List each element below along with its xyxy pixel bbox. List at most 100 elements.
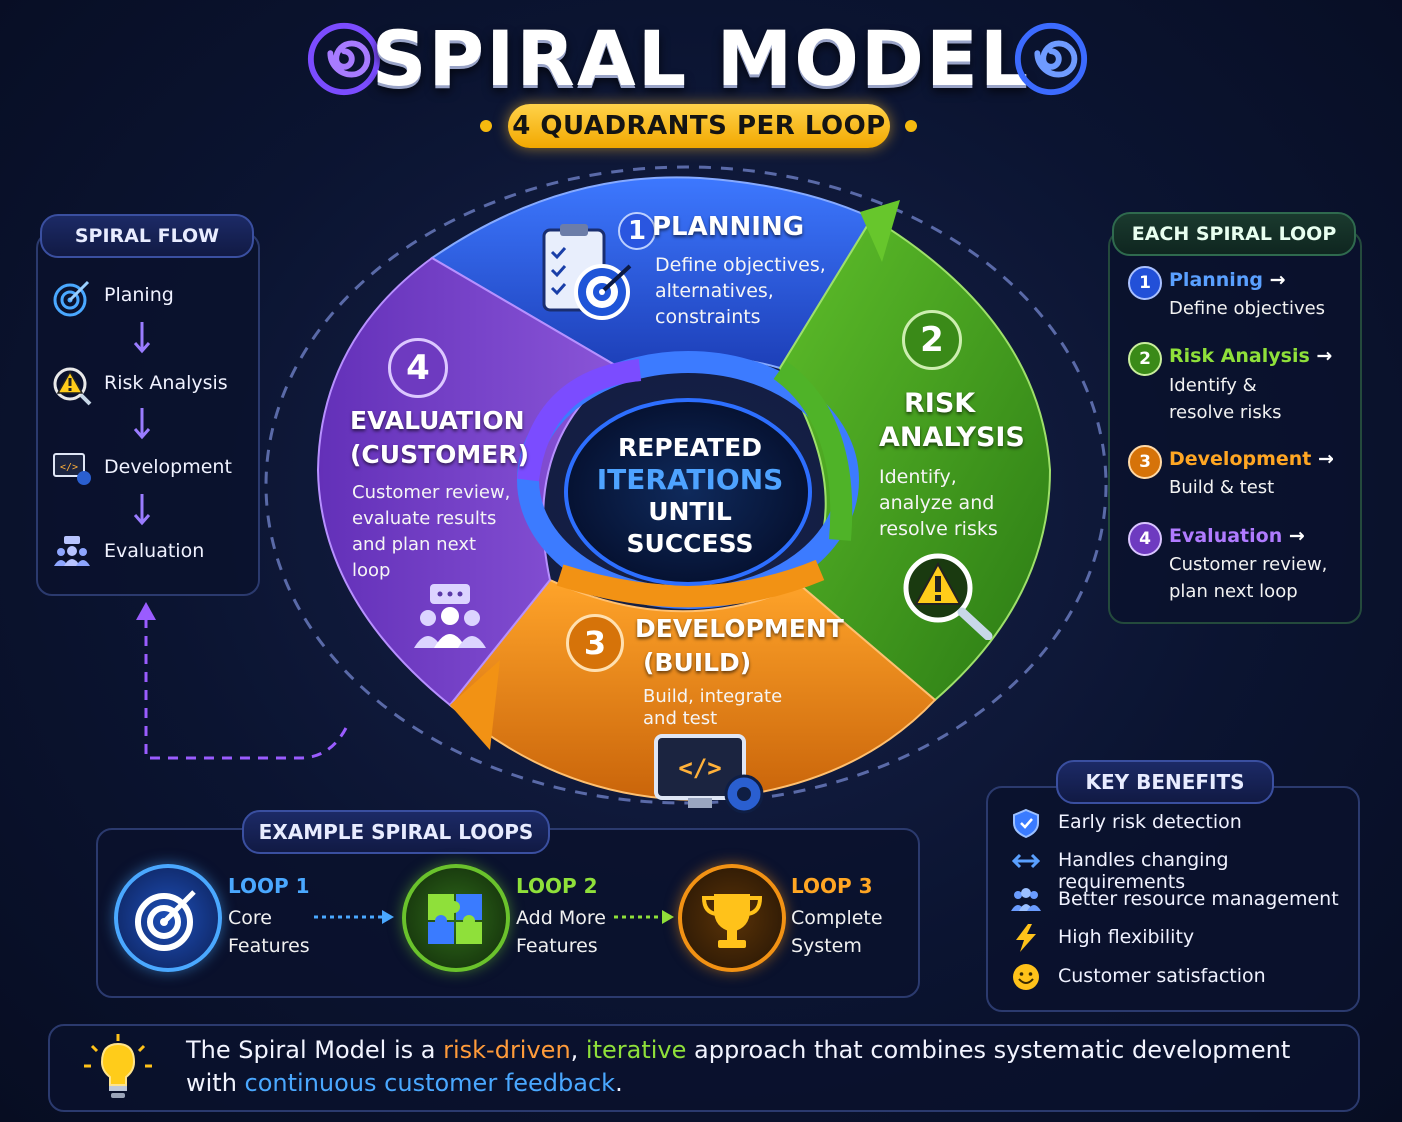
loop-desc-line: Complete [791,907,883,929]
example-loops-heading: EXAMPLE SPIRAL LOOPS [242,810,550,854]
loop-step-desc-line: Define objectives [1169,298,1326,319]
benefit-label: Better resource management [1058,888,1339,910]
flow-down-arrow [133,322,151,354]
loop3-label: LOOP 3 [791,874,873,898]
summary-highlight-feedback: continuous customer feedback [244,1069,616,1097]
development-title-1: DEVELOPMENT [635,614,844,643]
smiley-icon [1013,964,1039,990]
inner-ring-orange [556,559,825,608]
loop-step-number: 4 [1128,522,1162,556]
center-line-2: ITERATIONS [596,463,784,496]
loop-step-title: Planning → [1169,269,1286,291]
benefit-label: Early risk detection [1058,811,1242,833]
loop-desc-line: Add More [516,907,606,929]
summary-text-part: approach that combines systematic develo… [686,1036,1291,1064]
flow-label: Risk Analysis [104,372,228,394]
loop-step-title-text: Planning [1169,269,1263,291]
outer-orbit-dashed [264,165,1108,805]
lightbulb-icon [84,1034,152,1098]
loop-step-desc-line: Identify & [1169,375,1257,396]
development-number: 3 [566,614,624,672]
swirl-icon-right [1014,22,1088,96]
summary-text-part: with [186,1069,245,1097]
evaluation-desc-line: and plan next [352,534,477,555]
arrow-tip-orange [450,660,500,750]
loop-step-desc: Build & test [1169,474,1274,501]
flow-down-arrow [133,494,151,526]
people-icon [54,536,90,566]
loop-step-desc: Identify & resolve risks [1169,372,1282,426]
loop-step-desc: Customer review,plan next loop [1169,551,1327,605]
benefit-row: Early risk detection [1010,808,1350,838]
risk-title-2: ANALYSIS [879,422,1025,453]
subtitle-pill: 4 QUADRANTS PER LOOP [508,104,890,148]
benefit-row: High flexibility [1010,923,1350,953]
planning-desc-line: constraints [655,306,761,328]
loop-desc-line: System [791,935,862,957]
planning-desc-line: Define objectives, [655,254,826,276]
loop2-label: LOOP 2 [516,874,598,898]
right-arrow-icon: → [1269,269,1286,291]
loop-step-desc-line: resolve risks [1169,402,1282,423]
summary-highlight-iterative: iterative [585,1036,687,1064]
flow-label: Development [104,456,232,478]
loop-step-desc: Define objectives [1169,295,1325,322]
evaluation-desc-line: Customer review, [352,482,511,503]
loop-step-desc-line: plan next loop [1169,581,1298,602]
planning-desc: Define objectives, alternatives, constra… [655,252,826,330]
benefit-row: Better resource management [1010,885,1350,915]
development-desc-line: Build, integrate [643,686,783,707]
svg-text:</>: </> [678,754,721,782]
risk-desc-line: Identify, [879,466,957,488]
loop-arrow-1 [314,910,394,924]
development-title-2: (BUILD) [643,648,752,677]
risk-number: 2 [902,310,962,370]
center-line-1: REPEATED [617,433,763,462]
planning-title: PLANNING [652,212,805,242]
flow-item-planning: Planing [52,278,252,317]
trophy-icon [701,894,763,948]
loop-step-number: 1 [1128,266,1162,300]
flow-label: Planing [104,284,174,306]
target-icon [135,890,196,951]
right-arrow-icon: → [1318,448,1334,470]
benefit-row: Customer satisfaction [1010,962,1350,992]
key-benefits-panel [986,786,1360,1012]
lightning-icon [1016,924,1036,952]
summary-text-part: . [615,1069,623,1097]
right-arrow-icon: → [1316,345,1333,367]
flow-item-risk: Risk Analysis [52,366,252,406]
loop-step-title-text: Risk Analysis [1169,345,1310,367]
benefit-row: Handles changing requirements [1010,846,1350,893]
summary-text: The Spiral Model is a risk-driven, itera… [186,1034,1306,1100]
center-line-4: SUCCESS [626,529,754,558]
code-monitor-icon: </> [53,453,91,485]
evaluation-desc-line: loop [352,560,391,581]
evaluation-title-2: (CUSTOMER) [350,440,530,469]
people-icon [1011,888,1041,911]
warning-magnifier-icon [903,553,993,640]
loop-step-title: Risk Analysis → [1169,345,1332,367]
key-benefits-heading: KEY BENEFITS [1056,760,1274,804]
risk-desc-line: analyze and [879,492,995,514]
right-arrow-icon: → [1288,525,1305,547]
loop2-badge [402,864,510,972]
loop-step-number: 3 [1128,445,1162,479]
summary-footer [48,1024,1360,1112]
inner-ring-purple [517,359,642,482]
svg-text:</>: </> [60,462,78,473]
loop-step-title: Evaluation → [1169,525,1305,547]
evaluation-desc-line: evaluate results [352,508,497,529]
loop-desc-line: Core [228,907,272,929]
summary-text-part: The Spiral Model is a [186,1036,444,1064]
benefit-label: Customer satisfaction [1058,965,1266,987]
subtitle-dot-left [480,120,492,132]
loop-desc-line: Features [228,935,310,957]
risk-desc: Identify, analyze and resolve risks [879,464,998,542]
evaluation-title-1: EVALUATION [350,406,525,435]
clipboard-target-icon [542,224,632,320]
code-monitor-icon: </> [654,734,764,814]
subtitle-dot-right [905,120,917,132]
evaluation-number: 4 [388,338,448,398]
